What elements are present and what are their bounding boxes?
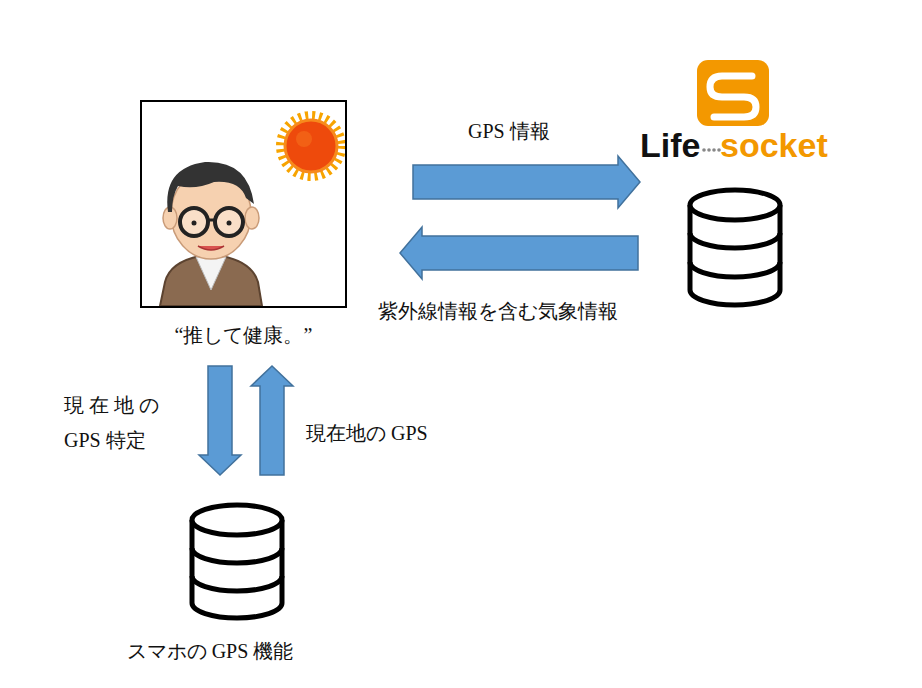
block-arrow — [251, 366, 293, 475]
edge-label: 紫外線情報を含む気象情報 — [376, 298, 620, 324]
block-arrow — [400, 227, 638, 279]
man-illustration — [160, 162, 262, 306]
node-box: Life socket — [640, 55, 840, 305]
edge-label: 現 在 地 の GPS 特定 — [62, 388, 166, 458]
sun-icon — [280, 115, 342, 177]
block-arrow — [199, 366, 241, 475]
database-icon — [690, 190, 780, 305]
node-box: スマホの GPS 機能 — [100, 478, 320, 673]
picture-frame — [140, 100, 347, 308]
edge-label: GPS 情報 — [466, 118, 552, 144]
database-icon — [192, 505, 282, 618]
node-text: socket — [720, 127, 828, 164]
block-arrow — [413, 156, 640, 208]
node-box: “推して健康。” — [140, 100, 347, 354]
node-text: スマホの GPS 機能 — [100, 638, 320, 664]
node-text: “推して健康。” — [140, 322, 347, 348]
node-text: Life — [640, 127, 700, 164]
edge-label: 現在地の GPS — [304, 420, 430, 446]
